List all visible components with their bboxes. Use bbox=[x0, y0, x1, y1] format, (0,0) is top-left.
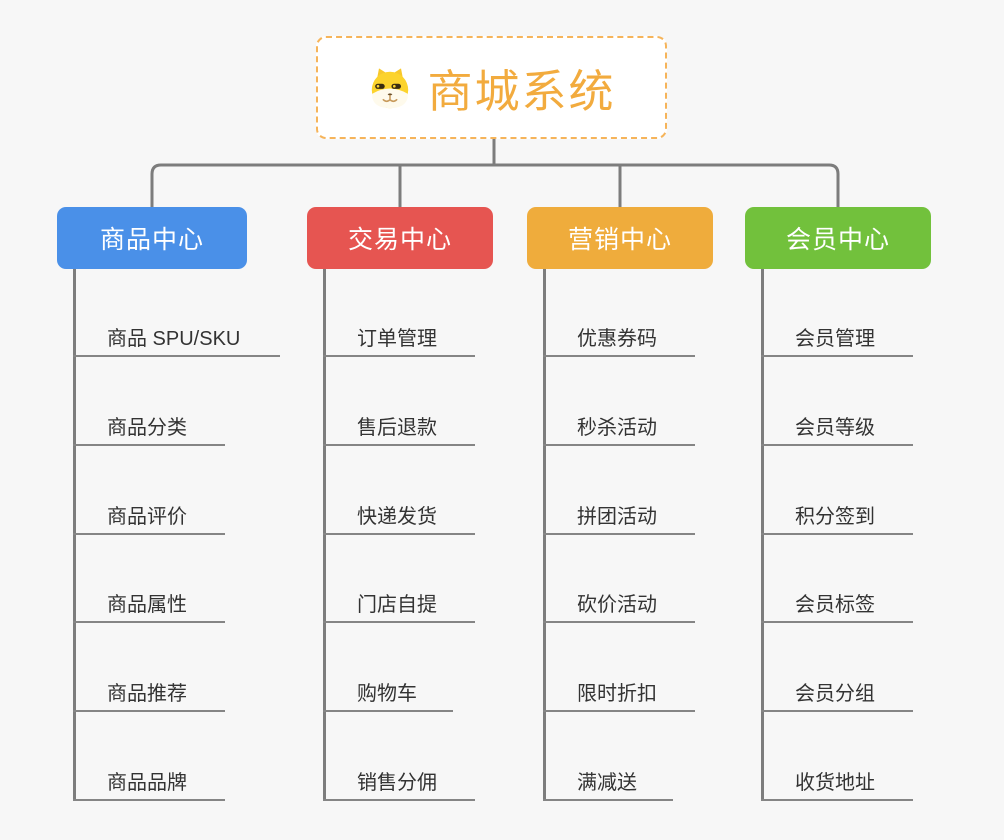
leaf-label: 门店自提 bbox=[357, 594, 437, 616]
leaf-label: 快递发货 bbox=[357, 506, 437, 528]
branch-node-trade-center[interactable]: 交易中心 bbox=[307, 207, 493, 269]
leaf-node[interactable]: 销售分佣 bbox=[323, 765, 475, 801]
leaf-node[interactable]: 满减送 bbox=[543, 765, 673, 801]
leaf-label: 售后退款 bbox=[357, 417, 437, 439]
root-title: 商城系统 bbox=[427, 66, 616, 117]
leaf-node[interactable]: 商品评价 bbox=[73, 499, 225, 535]
leaf-node[interactable]: 订单管理 bbox=[323, 321, 475, 357]
leaf-label: 拼团活动 bbox=[577, 506, 657, 528]
leaf-label: 秒杀活动 bbox=[577, 417, 657, 439]
leaf-node[interactable]: 砍价活动 bbox=[543, 587, 695, 623]
leaf-node[interactable]: 商品推荐 bbox=[73, 676, 225, 712]
branch-node-marketing-center[interactable]: 营销中心 bbox=[527, 207, 713, 269]
leaf-node[interactable]: 购物车 bbox=[323, 676, 453, 712]
leaf-label: 积分签到 bbox=[795, 506, 875, 528]
leaf-label: 满减送 bbox=[577, 772, 637, 794]
leaf-node[interactable]: 秒杀活动 bbox=[543, 410, 695, 446]
leaf-label: 商品品牌 bbox=[107, 772, 187, 794]
leaf-label: 商品属性 bbox=[107, 594, 187, 616]
root-node[interactable]: 商城系统 bbox=[316, 36, 667, 139]
branch-trunk-line bbox=[543, 269, 546, 801]
leaf-label: 会员管理 bbox=[795, 328, 875, 350]
leaf-label: 限时折扣 bbox=[577, 683, 657, 705]
branch-trunk-line bbox=[73, 269, 76, 801]
leaf-label: 商品评价 bbox=[107, 506, 187, 528]
leaf-label: 砍价活动 bbox=[577, 594, 657, 616]
leaf-label: 销售分佣 bbox=[357, 772, 437, 794]
leaf-node[interactable]: 商品属性 bbox=[73, 587, 225, 623]
leaf-label: 订单管理 bbox=[357, 328, 437, 350]
leaf-node[interactable]: 门店自提 bbox=[323, 587, 475, 623]
branch-trunk-line bbox=[323, 269, 326, 801]
leaf-label: 会员分组 bbox=[795, 683, 875, 705]
leaf-label: 商品推荐 bbox=[107, 683, 187, 705]
leaf-label: 购物车 bbox=[357, 683, 417, 705]
leaf-node[interactable]: 商品分类 bbox=[73, 410, 225, 446]
leaf-node[interactable]: 收货地址 bbox=[761, 765, 913, 801]
leaf-node[interactable]: 限时折扣 bbox=[543, 676, 695, 712]
leaf-label: 优惠券码 bbox=[577, 328, 657, 350]
leaf-label: 商品 SPU/SKU bbox=[107, 328, 241, 350]
leaf-node[interactable]: 商品品牌 bbox=[73, 765, 225, 801]
leaf-node[interactable]: 积分签到 bbox=[761, 499, 913, 535]
leaf-node[interactable]: 商品 SPU/SKU bbox=[73, 321, 280, 357]
leaf-node[interactable]: 会员管理 bbox=[761, 321, 913, 357]
branch-node-product-center[interactable]: 商品中心 bbox=[57, 207, 247, 269]
leaf-node[interactable]: 售后退款 bbox=[323, 410, 475, 446]
branch-node-member-center[interactable]: 会员中心 bbox=[745, 207, 931, 269]
leaf-label: 会员等级 bbox=[795, 417, 875, 439]
dog-face-icon bbox=[367, 65, 413, 111]
leaf-label: 收货地址 bbox=[795, 772, 875, 794]
leaf-node[interactable]: 会员等级 bbox=[761, 410, 913, 446]
leaf-node[interactable]: 会员标签 bbox=[761, 587, 913, 623]
leaf-label: 商品分类 bbox=[107, 417, 187, 439]
branch-trunk-line bbox=[761, 269, 764, 801]
leaf-node[interactable]: 优惠券码 bbox=[543, 321, 695, 357]
leaf-node[interactable]: 拼团活动 bbox=[543, 499, 695, 535]
leaf-node[interactable]: 快递发货 bbox=[323, 499, 475, 535]
leaf-node[interactable]: 会员分组 bbox=[761, 676, 913, 712]
leaf-label: 会员标签 bbox=[795, 594, 875, 616]
